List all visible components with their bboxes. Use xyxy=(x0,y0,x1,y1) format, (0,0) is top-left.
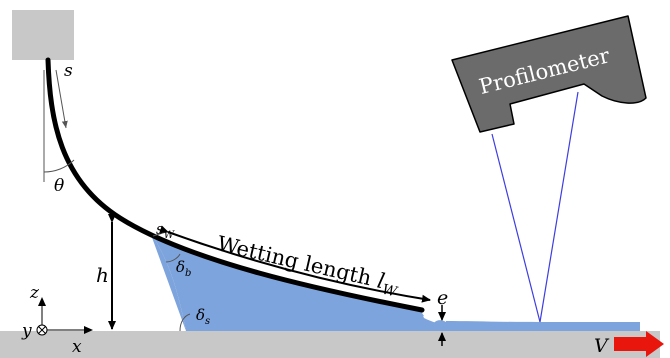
sw-label: sW xyxy=(156,220,175,241)
liquid-body xyxy=(150,232,640,331)
v-label: V xyxy=(594,335,610,357)
z-label: z xyxy=(29,283,40,303)
delta-s-arc xyxy=(179,313,191,332)
clamp xyxy=(12,10,74,60)
delta-b-label: δb xyxy=(176,258,191,279)
laser-beam-left xyxy=(491,133,541,323)
delta-s-label: δs xyxy=(196,306,210,327)
s-arrow xyxy=(55,69,68,129)
theta-label: θ xyxy=(54,176,64,196)
h-label: h xyxy=(96,263,109,287)
x-label: x xyxy=(72,337,82,357)
substrate xyxy=(0,331,660,358)
wetting-length-arrow xyxy=(159,225,431,303)
profilometer-body xyxy=(451,15,647,133)
velocity-arrow xyxy=(614,331,664,357)
e-label: e xyxy=(437,287,448,309)
y-label: y xyxy=(21,321,32,341)
thin-film xyxy=(446,321,640,331)
laser-beam-right xyxy=(539,91,579,323)
s-label: s xyxy=(64,61,73,81)
theta-arc xyxy=(43,159,75,173)
